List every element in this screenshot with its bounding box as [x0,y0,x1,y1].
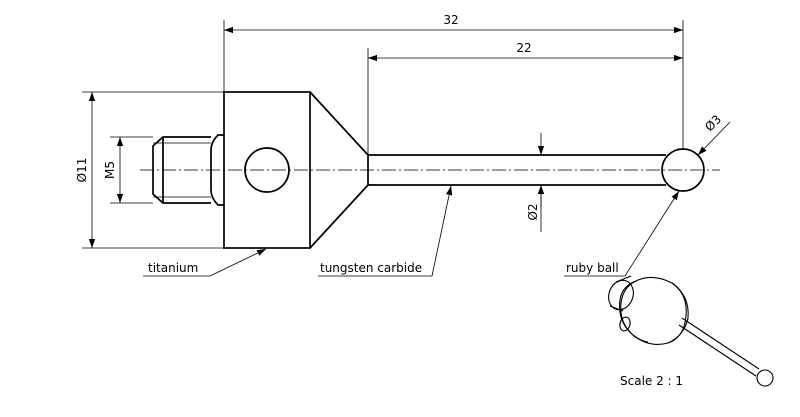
dimension-body-diameter: Ø11 [75,91,224,249]
stem-section [368,154,666,186]
callout-tungsten-carbide: tungsten carbide [318,185,453,277]
dimension-stem-diameter: Ø2 [526,133,545,232]
cross-hole [244,147,290,193]
dimension-ball-diameter: Ø3 [697,112,731,156]
callout-titanium: titanium [143,248,267,277]
scale-note: Scale 2 : 1 [620,374,683,388]
dim-m5-label: M5 [103,161,117,179]
body-section [223,91,311,249]
dim-d11-label: Ø11 [75,158,89,183]
dimension-overall-length: 32 [223,13,684,149]
dimension-thread: M5 [103,136,153,204]
dim-32-label: 32 [443,13,458,27]
dim-22-label: 22 [516,41,531,55]
callout-titanium-label: titanium [148,261,198,275]
thread-section [152,134,224,206]
dimension-stem-length: 22 [367,41,683,155]
cone-section [309,91,369,249]
callout-ruby-ball-label: ruby ball [566,261,619,275]
callout-ruby-ball: ruby ball [564,190,680,277]
dim-d2-label: Ø2 [526,203,540,220]
isometric-view [608,275,774,387]
callout-tungsten-carbide-label: tungsten carbide [320,261,422,275]
